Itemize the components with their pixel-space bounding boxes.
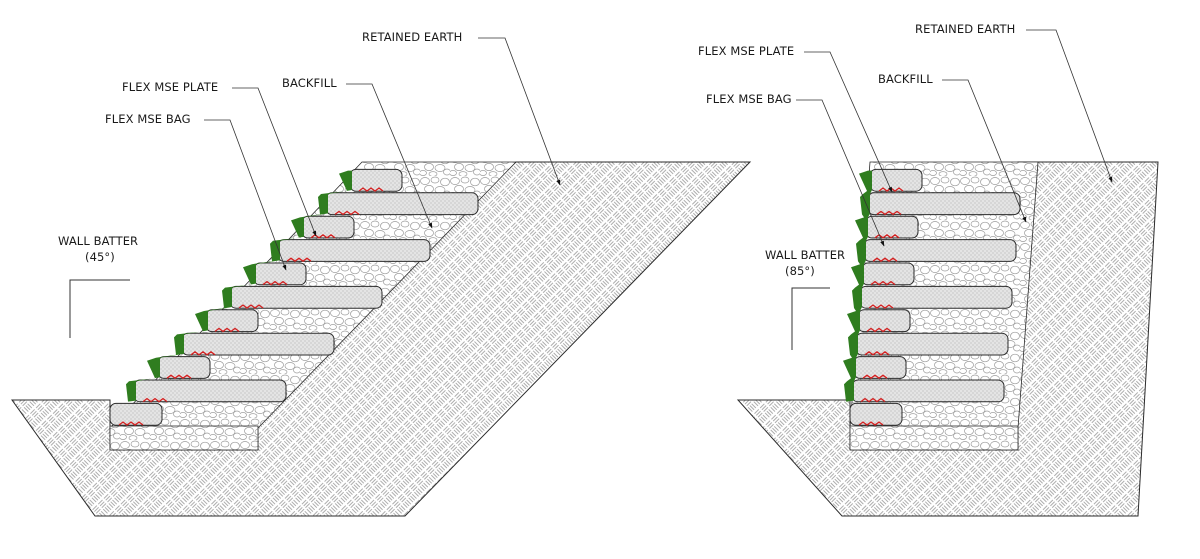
flex-mse-bag <box>181 332 335 356</box>
leveling-pad <box>849 425 1019 451</box>
flex-mse-plate <box>118 421 144 426</box>
leader-plate <box>804 51 893 193</box>
flex-mse-plate <box>142 397 168 403</box>
label-wall-batter: WALL BATTER <box>765 248 845 262</box>
flex-mse-plate <box>166 374 192 380</box>
flex-mse-plate <box>858 421 884 426</box>
diagram-left: RETAINED EARTH BACKFILL FLEX MSE PLATE F… <box>11 30 752 517</box>
flex-mse-plate <box>866 327 892 333</box>
flex-mse-plate <box>358 187 384 192</box>
flex-mse-bag <box>157 356 211 379</box>
flex-mse-bag <box>861 262 915 286</box>
label-backfill: BACKFILL <box>878 72 933 86</box>
label-wall-batter-angle: (45°) <box>85 250 115 264</box>
flex-mse-plate <box>864 350 890 356</box>
batter-indicator <box>69 279 130 338</box>
batter-indicator <box>791 287 830 350</box>
flex-mse-plate <box>286 257 312 263</box>
flex-mse-bag <box>865 215 919 239</box>
label-retained-earth: RETAINED EARTH <box>362 30 462 44</box>
leader-bag <box>796 99 885 247</box>
flex-mse-plate <box>190 350 216 356</box>
flex-mse-bag <box>851 379 1005 403</box>
label-flex-mse-bag: FLEX MSE BAG <box>105 112 191 126</box>
flex-mse-bag <box>859 285 1013 309</box>
flex-mse-bag <box>849 402 903 426</box>
flex-mse-plate <box>860 397 886 403</box>
flex-mse-bag <box>277 239 431 262</box>
label-retained-earth: RETAINED EARTH <box>915 22 1015 36</box>
leader-backfill <box>346 83 433 229</box>
flex-mse-bags <box>849 168 1021 426</box>
leader-retained-earth <box>1026 29 1113 183</box>
leveling-pad <box>109 425 259 451</box>
flex-mse-bag <box>325 192 479 216</box>
leader-bag <box>204 119 287 271</box>
label-flex-mse-plate: FLEX MSE PLATE <box>698 44 794 58</box>
flex-mse-plate <box>238 304 264 309</box>
flex-mse-plate <box>262 280 288 286</box>
vegetation <box>126 170 352 402</box>
flex-mse-bag <box>869 168 923 192</box>
leader-plate <box>232 87 317 237</box>
label-backfill: BACKFILL <box>282 76 337 90</box>
flex-mse-bag <box>853 356 907 379</box>
label-flex-mse-plate: FLEX MSE PLATE <box>122 80 218 94</box>
flex-mse-bag <box>205 309 259 333</box>
label-wall-batter-angle: (85°) <box>785 264 815 278</box>
flex-mse-plate <box>868 304 894 309</box>
flex-mse-plate <box>862 374 888 380</box>
flex-mse-plate <box>870 280 896 286</box>
flex-mse-bag <box>109 402 163 426</box>
flex-mse-bag <box>857 309 911 333</box>
leader-backfill <box>942 79 1027 223</box>
vegetation <box>843 170 872 402</box>
flex-mse-bag <box>229 285 383 309</box>
flex-mse-plates <box>858 187 904 426</box>
label-flex-mse-bag: FLEX MSE BAG <box>706 92 792 106</box>
flex-mse-bag <box>349 168 403 192</box>
flex-mse-plate <box>872 257 898 263</box>
flex-mse-plate <box>214 327 240 333</box>
flex-mse-plate <box>334 210 360 216</box>
flex-mse-plate <box>876 210 902 216</box>
flex-mse-bag <box>855 332 1009 356</box>
diagram-right: RETAINED EARTH BACKFILL FLEX MSE PLATE F… <box>698 22 1159 517</box>
flex-mse-bag <box>867 192 1021 216</box>
leader-retained-earth <box>478 37 561 186</box>
flex-mse-bag <box>133 379 287 403</box>
label-wall-batter: WALL BATTER <box>58 234 138 248</box>
flex-mse-bag <box>253 262 307 286</box>
flex-mse-bag <box>863 239 1017 262</box>
